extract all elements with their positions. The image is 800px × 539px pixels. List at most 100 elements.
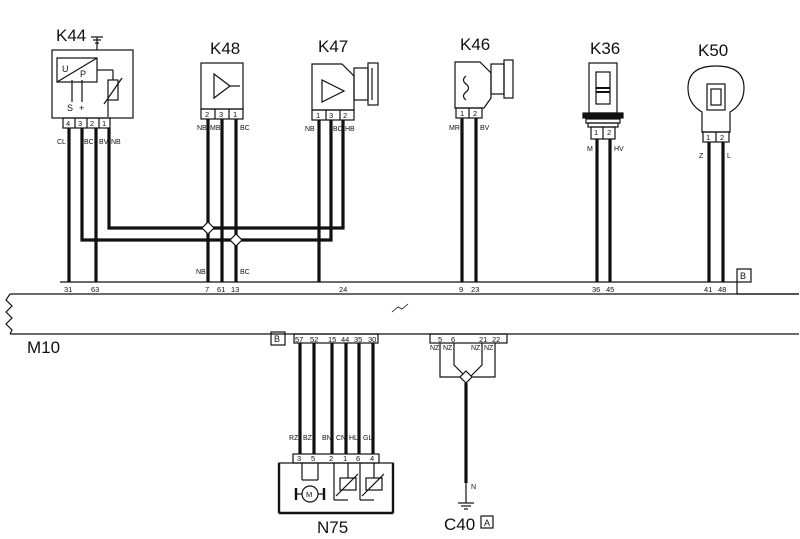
k50-sensor (687, 65, 745, 143)
k44-wire-code: CL (57, 139, 66, 146)
ecu-bottom-pin-strip-right (429, 333, 508, 344)
m10-ecu (5, 268, 799, 346)
harness-wire-code: NB (196, 269, 206, 276)
k46-title: K46 (460, 35, 490, 54)
ecu-tag-bottom-label: B (274, 334, 280, 344)
n75-pot-1-icon (339, 477, 357, 491)
ecu-tag-top-label: B (740, 271, 746, 281)
k48-pin: 3 (219, 110, 223, 119)
k48-pin: 2 (205, 110, 209, 119)
k48-pin: 1 (233, 110, 237, 119)
k44-wire-code: NB (111, 139, 121, 146)
n75-wire-code: BZ (303, 435, 313, 442)
ecu-bottom-pin: 35 (354, 335, 362, 344)
ecu-top-pin: 24 (339, 285, 347, 294)
k50-title: K50 (698, 41, 728, 60)
k46-coil-icon (462, 75, 470, 101)
ecu-bottom-pin: 5 (438, 335, 442, 344)
ecu-bottom-pin: 6 (451, 335, 455, 344)
k46-pin: 2 (473, 109, 477, 118)
ecu-bottom-pin: 22 (492, 335, 500, 344)
k36-title: K36 (590, 39, 620, 58)
c40-ground (458, 483, 494, 529)
n75-wire-code: BN (322, 435, 332, 442)
ecu-mark-icon (391, 303, 409, 313)
ecu-bottom-pin: 30 (368, 335, 376, 344)
c40-wire-code: N (471, 484, 476, 491)
c40-tag (480, 515, 494, 529)
k36-pin: 2 (607, 128, 611, 137)
k36-sensor (582, 62, 624, 140)
k46-pin: 1 (460, 109, 464, 118)
splice-node-nb (201, 221, 215, 235)
ground-wire-code: NZ (484, 345, 494, 352)
harness-wire-code: BC (240, 269, 250, 276)
ground-wire-code: NZ (443, 345, 453, 352)
k47-wire-code: NB (305, 126, 315, 133)
k47-title: K47 (318, 37, 348, 56)
ground-wire-code: NZ (471, 345, 481, 352)
n75-pin: 6 (356, 454, 360, 463)
n75-connector (292, 453, 380, 464)
c40-title: C40 (444, 515, 475, 534)
k47-pin: 1 (316, 111, 320, 120)
k44-plus-label: + (79, 103, 84, 113)
n75-pin: 3 (297, 454, 301, 463)
k36-pin: 1 (594, 128, 598, 137)
k44-sensor (51, 36, 134, 129)
k46-wire-code: BV (480, 125, 490, 132)
ground-wire-code: NZ (430, 345, 440, 352)
k50-body (687, 65, 745, 133)
n75-wire-code: RZ (289, 435, 299, 442)
k50-wire-code: L (727, 153, 731, 160)
k36-nut-icon (582, 112, 624, 119)
ecu-tag-bottom (270, 331, 286, 346)
k47-pin: 3 (329, 111, 333, 120)
n75-pin: 1 (343, 454, 347, 463)
k48-wire-code: MB (210, 125, 221, 132)
ecu-bottom-pin: 57 (295, 335, 303, 344)
ecu-top-pin: 7 (205, 285, 209, 294)
n75-title: N75 (317, 518, 348, 537)
k48-wire-code: BC (240, 125, 250, 132)
k44-u-label: U (62, 64, 69, 74)
k36-wire-code: HV (614, 146, 624, 153)
n75-pin: 5 (311, 454, 315, 463)
splice-node-bc (229, 233, 243, 247)
k46-body (454, 61, 492, 109)
k50-pin: 2 (720, 133, 724, 142)
ecu-top-pin-strip (60, 281, 799, 295)
ecu-top-pin: 36 (592, 285, 600, 294)
n75-wire-code: CN (336, 435, 346, 442)
k47-connector (311, 109, 355, 121)
k44-pin: 2 (90, 119, 94, 128)
ecu-bottom-pin: 44 (341, 335, 349, 344)
c40-tag-label: A (484, 518, 490, 528)
harness-wires (67, 118, 725, 454)
k44-wire-code: BC (84, 139, 94, 146)
k44-pin: 3 (78, 119, 82, 128)
ecu-top-pin: 63 (91, 285, 99, 294)
n75-actuator (277, 453, 395, 515)
k50-pin: 1 (706, 133, 710, 142)
ecu-top-pin: 45 (606, 285, 614, 294)
k50-wire-code: Z (699, 153, 704, 160)
ecu-top-pin: 48 (718, 285, 726, 294)
ecu-bottom-pin: 15 (328, 335, 336, 344)
k44-p-label: P (80, 69, 86, 79)
k47-body (311, 63, 355, 111)
n75-pot-2-icon (365, 477, 383, 491)
ecu-top-pin: 41 (704, 285, 712, 294)
m10-title: M10 (27, 338, 60, 357)
k44-pin: 4 (66, 119, 70, 128)
k48-symbol-icon (213, 72, 231, 100)
ecu-bottom-pin-strip-left (293, 333, 379, 344)
k47-wire-code: BC (333, 126, 343, 133)
k47-sensor (311, 62, 379, 121)
k47-pin: 2 (343, 111, 347, 120)
k47-symbol-icon (321, 79, 346, 103)
k44-s-label: S (67, 103, 73, 113)
wire-k44-nb (107, 120, 345, 230)
